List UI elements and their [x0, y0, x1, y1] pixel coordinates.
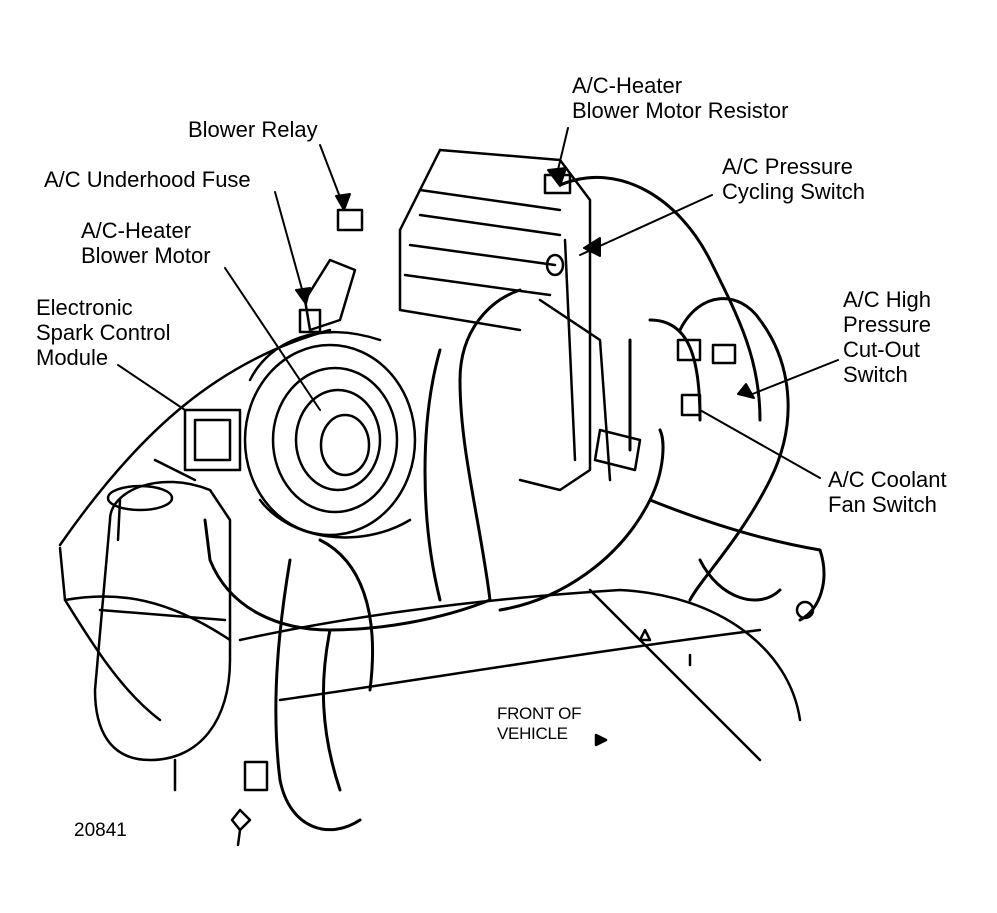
- label-blower-motor: A/C-Heater Blower Motor: [81, 218, 211, 268]
- label-high-pressure-cutout-switch: A/C High Pressure Cut-Out Switch: [843, 287, 932, 387]
- heater-case: [398, 148, 612, 492]
- label-front-of-vehicle: FRONT OF VEHICLE: [497, 704, 582, 743]
- wiring-harness: [203, 175, 826, 832]
- leader-pressure-cycling-switch: [579, 194, 713, 256]
- switch-parts: [545, 253, 815, 620]
- leader-lines: [117, 127, 839, 479]
- blower-motor-drawing: [243, 331, 417, 539]
- leader-underhood-fuse: [274, 191, 306, 301]
- leader-blower-motor: [224, 267, 321, 411]
- leader-high-pressure-cutout: [749, 359, 839, 396]
- fender-body-outline: [58, 328, 802, 762]
- leader-coolant-fan-switch: [699, 409, 821, 479]
- mounting-hardware: [230, 628, 692, 847]
- label-pressure-cycling-switch: A/C Pressure Cycling Switch: [722, 154, 866, 204]
- label-blower-relay: Blower Relay: [188, 117, 318, 142]
- label-underhood-fuse: A/C Underhood Fuse: [44, 167, 251, 192]
- figure-number: 20841: [74, 820, 127, 841]
- label-spark-control-module: Electronic Spark Control Module: [36, 295, 171, 370]
- label-coolant-fan-switch: A/C Coolant Fan Switch: [828, 467, 947, 517]
- spark-control-module-drawing: [153, 408, 242, 482]
- leader-spark-control-module: [117, 364, 186, 411]
- coolant-reservoir: [93, 480, 232, 792]
- relay-and-fuse: [298, 208, 364, 334]
- label-blower-motor-resistor: A/C-Heater Blower Motor Resistor: [572, 73, 789, 123]
